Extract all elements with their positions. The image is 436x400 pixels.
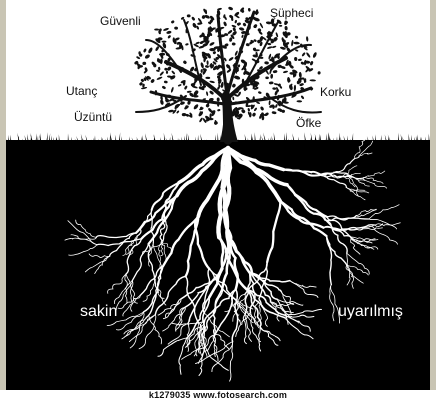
label-supheci: Şüpheci — [270, 6, 313, 20]
label-uzuntu: Üzüntü — [74, 110, 112, 124]
label-uyarilmis: uyarılmış — [338, 303, 403, 321]
tree-roots-artwork — [6, 0, 430, 390]
label-guvenli: Güvenli — [100, 14, 141, 28]
label-utanc: Utanç — [66, 84, 97, 98]
label-ofke: Öfke — [296, 116, 321, 130]
tree-illustration: Güvenli Şüpheci Utanç Korku Üzüntü Öfke … — [6, 0, 430, 390]
label-korku: Korku — [320, 85, 351, 99]
watermark-credit: k1279035 www.fotosearch.com — [0, 390, 436, 400]
label-sakin: sakin — [80, 303, 117, 321]
